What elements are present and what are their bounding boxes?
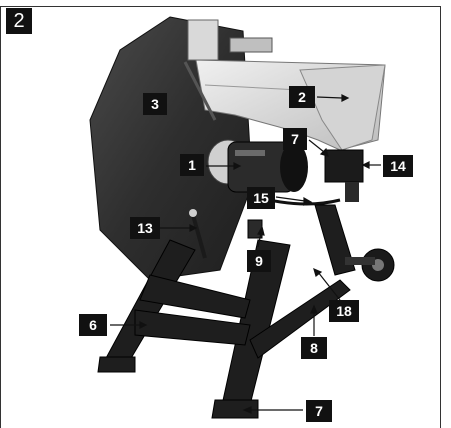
callout-badge-2: 2	[289, 86, 315, 108]
callout-badge-9: 9	[247, 250, 271, 272]
callout-arrows	[110, 94, 381, 414]
callout-badge-6: 6	[79, 314, 107, 336]
callout-badge-15: 15	[247, 187, 275, 209]
callout-badge-7-bottom: 7	[306, 400, 332, 422]
switch-box	[324, 149, 364, 183]
callout-badge-13: 13	[130, 217, 160, 239]
callout-badge-8: 8	[301, 337, 327, 359]
callout-badge-7-top: 7	[283, 128, 307, 150]
callout-badge-14: 14	[383, 155, 413, 177]
figure-number: 2	[6, 8, 32, 34]
callout-badge-3: 3	[143, 93, 167, 115]
adjust-lever	[191, 214, 207, 259]
callout-badge-18: 18	[329, 300, 359, 322]
callout-badge-1: 1	[180, 154, 204, 176]
